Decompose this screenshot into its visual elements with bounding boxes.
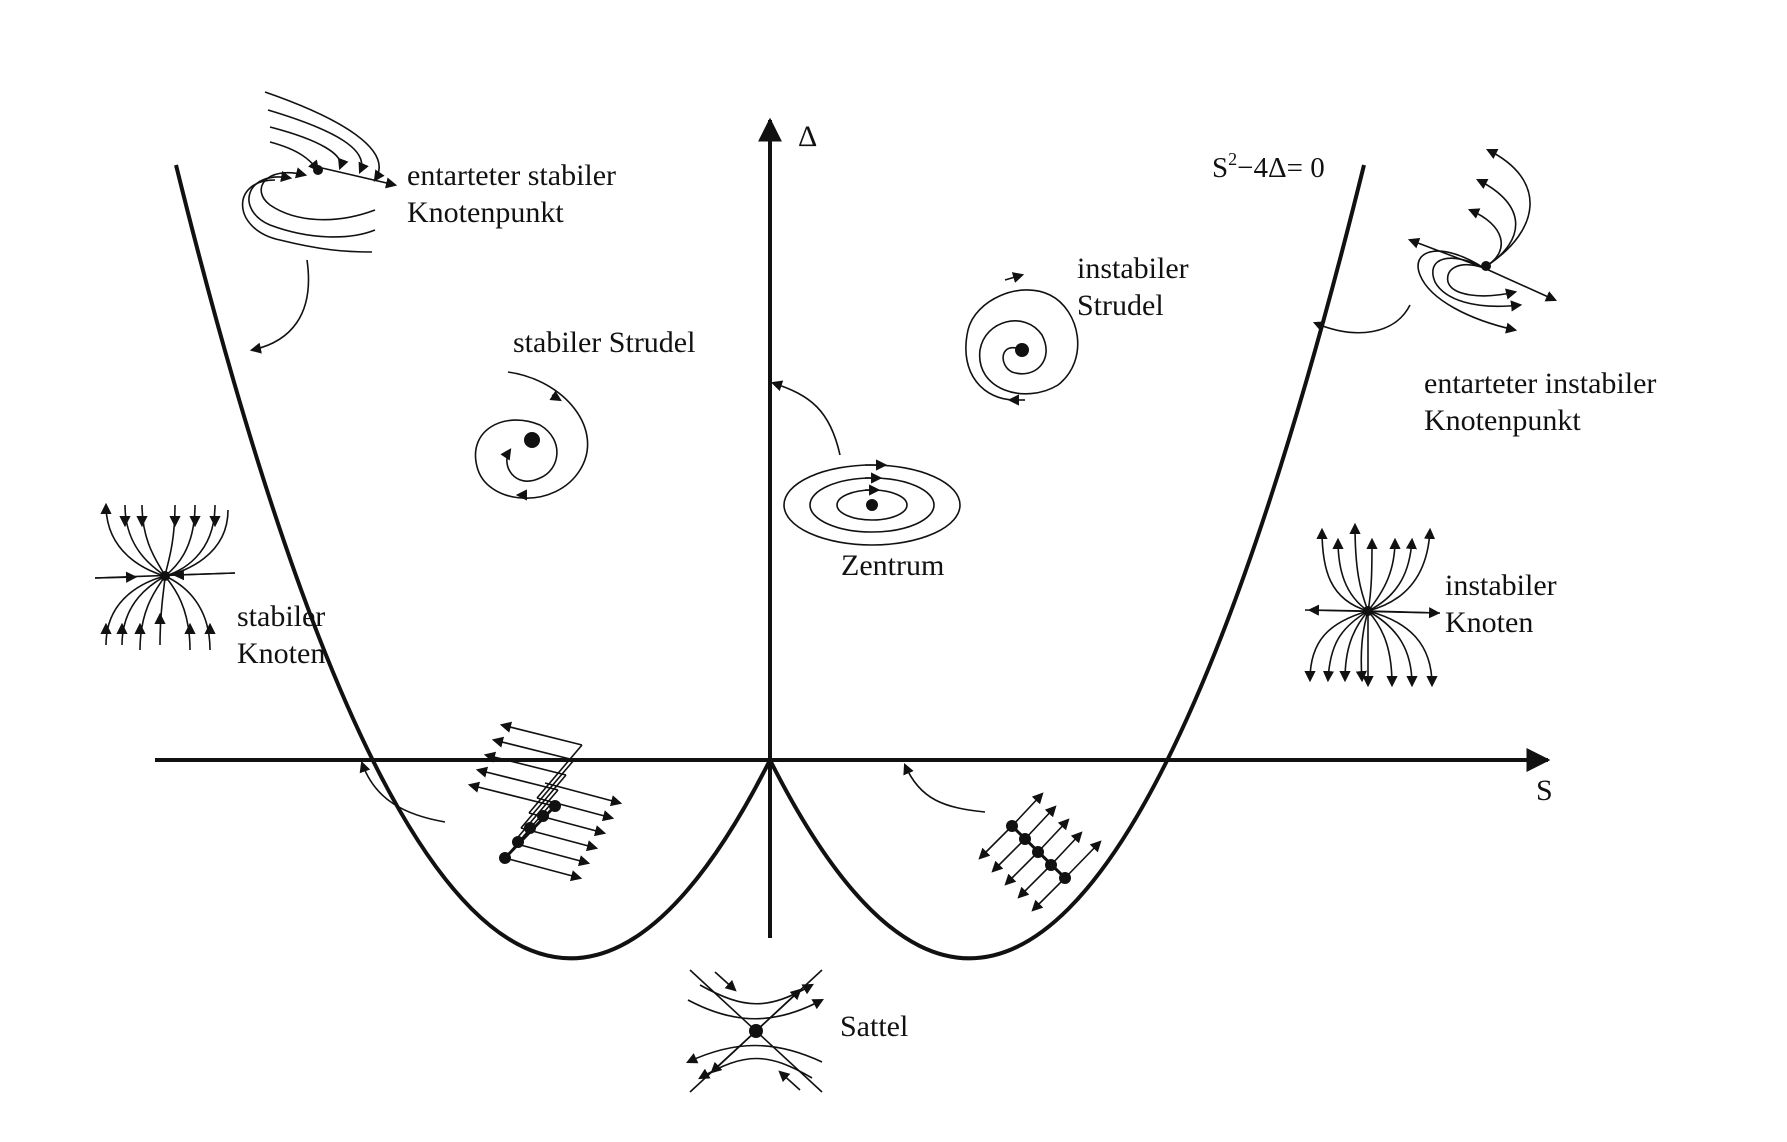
- unstable-node-line2: Knoten: [1445, 606, 1534, 639]
- pointer-degenerate-stable-arrow: [249, 259, 310, 354]
- unstable-spiral-line2: Strudel: [1077, 289, 1164, 322]
- s-axis-label: S: [1536, 774, 1553, 807]
- degenerate-stable-node-line2: Knotenpunkt: [407, 196, 564, 229]
- unstable-spiral-label: instabiler Strudel: [1077, 250, 1189, 324]
- curve-equation: S2−4Δ= 0: [1212, 150, 1325, 187]
- saddle-line1: Sattel: [840, 1010, 909, 1043]
- unstable-spiral-line1: instabiler: [1077, 252, 1189, 285]
- stable-spiral-line1: stabiler Strudel: [513, 326, 696, 359]
- degenerate-stable-node-label: entarteter stabiler Knotenpunkt: [407, 157, 616, 231]
- degenerate-unstable-node-icon: [1407, 148, 1558, 334]
- stable-line-fixed-points-icon: [467, 721, 623, 882]
- parabola-curve: [174, 164, 1366, 961]
- pointer-left-line-arrow: [359, 760, 446, 823]
- pointer-right-line-arrow: [903, 762, 986, 813]
- center-line1: Zentrum: [841, 549, 945, 582]
- degenerate-unstable-node-line2: Knotenpunkt: [1424, 404, 1581, 437]
- unstable-line-fixed-points-icon: [978, 792, 1102, 912]
- stable-node-line2: Knoten: [237, 637, 326, 670]
- stable-node-line1: stabiler: [237, 600, 326, 633]
- delta-axis-label: Δ: [798, 120, 818, 153]
- degenerate-stable-node-line1: entarteter stabiler: [407, 159, 617, 192]
- center-icon: [783, 459, 961, 546]
- unstable-spiral-icon: [965, 272, 1079, 406]
- saddle-icon: [685, 969, 824, 1093]
- equation-suffix: −4Δ= 0: [1237, 152, 1325, 184]
- pointer-center-arrow: [770, 380, 841, 456]
- equation-prefix: S: [1212, 152, 1229, 184]
- degenerate-unstable-node-line1: entarteter instabiler: [1424, 367, 1657, 400]
- unstable-node-label: instabiler Knoten: [1445, 567, 1557, 641]
- stable-spiral-icon: [474, 371, 589, 501]
- pointer-degenerate-unstable-arrow: [1312, 304, 1411, 334]
- stable-node-icon: [94, 502, 236, 651]
- degenerate-stable-node-icon: [241, 91, 398, 253]
- degenerate-unstable-node-label: entarteter instabiler Knotenpunkt: [1424, 365, 1656, 439]
- unstable-node-line1: instabiler: [1445, 569, 1557, 602]
- unstable-node-icon: [1304, 522, 1441, 688]
- stable-node-label: stabiler Knoten: [237, 598, 325, 672]
- pointer-arrows: [249, 259, 1411, 823]
- saddle-label: Sattel: [840, 1008, 908, 1045]
- equation-exponent: 2: [1228, 149, 1238, 169]
- stable-spiral-label: stabiler Strudel: [513, 324, 695, 361]
- center-label: Zentrum: [841, 547, 944, 584]
